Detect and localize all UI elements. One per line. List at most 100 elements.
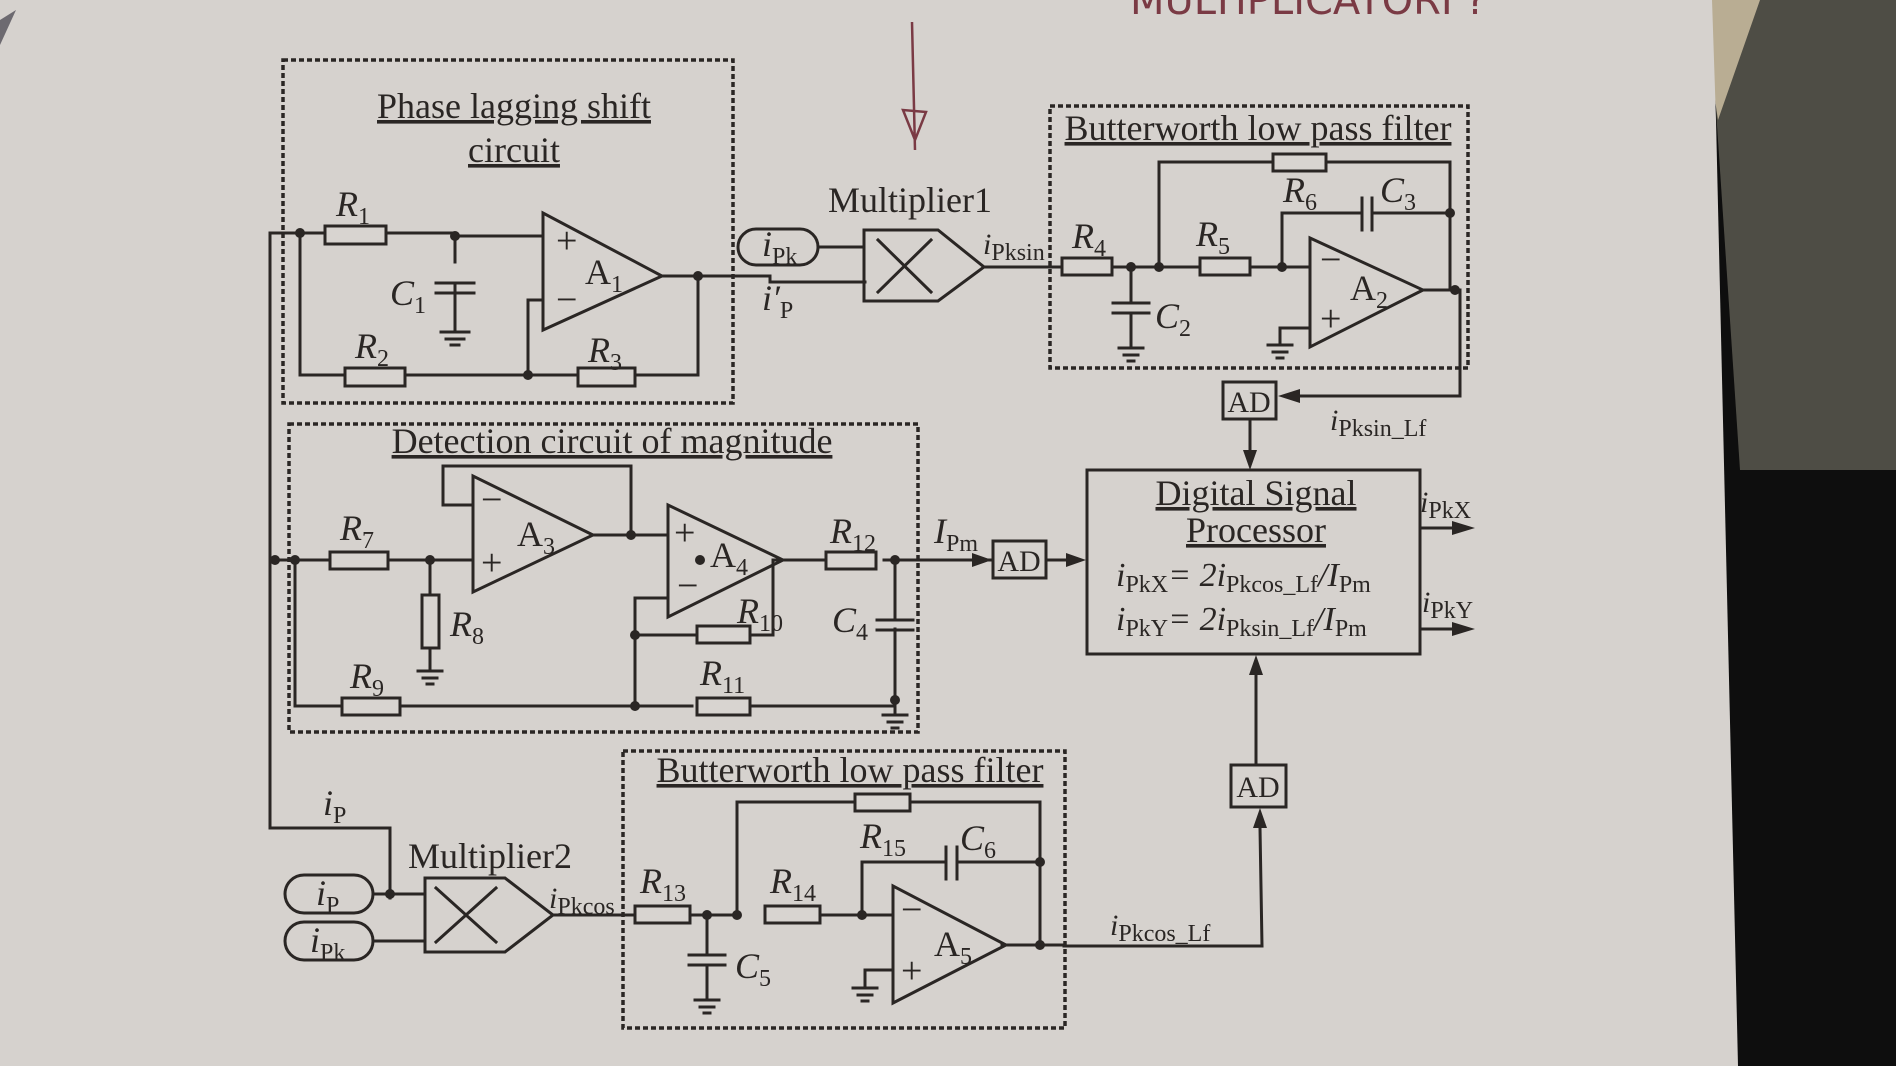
multiplier1-label: Multiplier1 [828,180,992,220]
dsp-border [1085,468,1422,656]
label-a1: A1 [585,252,623,298]
resistor-r15 [853,792,912,813]
ground-icon [1266,343,1294,360]
handwritten-note: MULTIPLICATORI ? [1130,0,1487,24]
ad-converter-mid: IPm AD [933,511,1086,580]
phase-block-title-2: circuit [468,130,560,170]
label-r4: R4 [1071,216,1106,262]
signal-ipkx: iPkX [1420,486,1471,524]
paper-corner-shadow [0,10,16,45]
multiply-cross-icon [875,237,934,295]
phase-block-border [281,58,735,405]
detection-border [287,422,920,734]
label-r1: R1 [335,184,370,230]
label-a5: A5 [934,924,972,970]
label-r11: R11 [699,653,745,699]
resistor-r14 [763,904,822,925]
resistor-r6 [1271,152,1328,173]
arrow-icon [1253,808,1267,828]
arrow-icon [1243,450,1257,470]
phase-lagging-block: Phase lagging shift circuit R1 C1 R2 R3 … [268,58,867,900]
butterworth-filter-2: Butterworth low pass filter R13 R14 R15 … [621,749,1067,1030]
label-r5: R5 [1195,214,1230,260]
arrow-icon [1066,553,1086,567]
arrow-icon [972,553,992,567]
signal-ipksin-lf: iPksin_Lf [1330,404,1426,442]
label-a3: A3 [517,514,555,560]
label-a2: A2 [1350,268,1388,314]
opamp-a5-minus: − [901,889,922,931]
capacitor-c6 [944,845,959,881]
label-r15: R15 [859,816,906,862]
textured-surface [1716,0,1896,470]
label-r10: R10 [736,591,783,637]
opamp-a1-plus: + [556,220,577,262]
resistor-r11 [695,696,752,717]
arrow-icon [1249,655,1263,675]
multiplier2-block: iP Multiplier2 iP iPk iPkcos [283,783,637,966]
butterworth2-title: Butterworth low pass filter [657,750,1044,790]
label-r14: R14 [769,861,816,907]
label-r2: R2 [354,326,389,372]
label-r9: R9 [349,656,384,702]
ad-box-bottom [1229,763,1288,809]
arrow-icon [1452,622,1475,636]
opamp-a5 [891,883,1010,1006]
label-c1: C1 [390,273,426,319]
opamp-a2 [1308,235,1427,350]
capacitor-c4 [875,618,915,632]
handwritten-arrow [901,21,928,151]
capacitor-c3 [1360,196,1374,232]
resistor-r10 [695,624,752,645]
butterworth1-border [1048,104,1470,370]
signal-ipksin: iPksin [983,228,1045,266]
dsp-equation-y: iPkY= 2iPksin_Lf/IPm [1116,601,1367,642]
resistor-r2 [343,366,407,388]
capacitor-c1 [434,281,476,334]
ground-icon [416,669,444,686]
resistor-r5 [1198,256,1252,277]
capacitor-c5 [687,953,727,967]
signal-ipm: IPm [933,511,978,557]
label-r6: R6 [1282,170,1317,216]
resistor-r7 [328,550,390,571]
phase-block-title-1: Phase lagging shift [377,86,651,126]
multiplier2-label: Multiplier2 [408,836,572,876]
opamp-a2-plus: + [1320,298,1341,340]
label-c4: C4 [832,600,868,646]
ad-converter-bottom: AD iPkcos_Lf [1062,655,1288,948]
signal-ip-wire: iP [323,783,346,829]
dsp-block: Digital Signal Processor iPkX= 2iPkcos_L… [1085,468,1475,656]
arrow-icon [1452,521,1475,535]
label-r3: R3 [587,330,622,376]
opamp-a3-plus: + [481,542,502,584]
signal-ipkcos-lf: iPkcos_Lf [1110,909,1210,947]
svg-text:AD: AD [1227,386,1270,419]
signal-ip-2: iP [316,873,339,919]
ground-icon [693,998,721,1015]
opamp-a4-plus: + [674,512,695,554]
resistor-r1 [323,224,388,246]
multiplier2-icon [423,876,556,954]
signal-ipk-1: iPk [762,224,797,270]
opamp-a4 [666,502,787,620]
opamp-a5-plus: + [901,950,922,992]
opamp-a1 [541,210,666,333]
label-r7: R7 [339,508,374,554]
butterworth2-border [621,749,1067,1030]
resistor-r3 [576,366,637,388]
label-c3: C3 [1380,170,1416,216]
butterworth-filter-1: Butterworth low pass filter R4 R5 R6 C3 … [1048,104,1470,398]
label-r12: R12 [829,511,876,557]
multiplier1-block: Multiplier1 iPk i′P iPksin [736,180,1064,324]
resistor-r13 [633,904,692,925]
signal-ip-prime: i′P [762,278,793,324]
opamp-a3 [471,473,597,595]
svg-text:AD: AD [997,545,1040,578]
label-c6: C6 [960,818,996,864]
ground-icon [851,986,879,1003]
arrow-icon [1278,389,1300,403]
multiply-cross-icon [433,885,499,945]
opamp-a2-minus: − [1320,239,1341,281]
